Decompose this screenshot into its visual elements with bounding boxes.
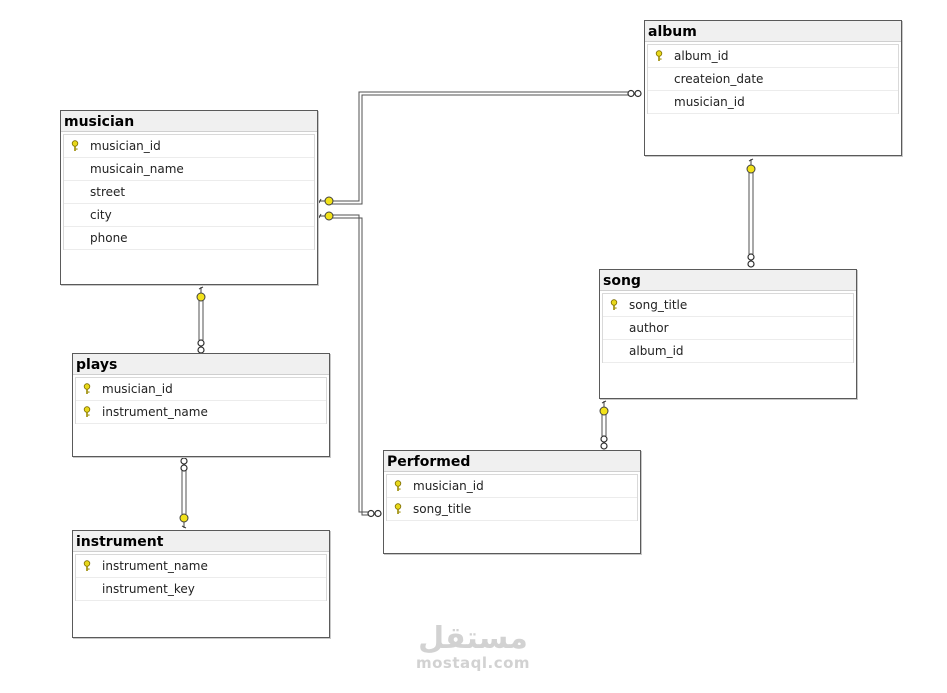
column-name: song_title	[413, 502, 472, 516]
primary-key-icon	[394, 480, 402, 491]
primary-key-icon	[655, 50, 663, 61]
column-row[interactable]: song_title	[603, 294, 853, 317]
many-end-performed	[367, 509, 382, 518]
key-end-musician-plays-icon	[196, 286, 206, 302]
rel-line-musician-performed-2	[330, 217, 368, 516]
rel-line-musician-album	[330, 91, 628, 202]
table-columns: musician_id musicain_name street city ph…	[63, 134, 315, 250]
rel-line-musician-performed	[330, 214, 368, 513]
column-row[interactable]: musician_id	[648, 91, 898, 114]
watermark-logo: مستقل mostaql.com	[414, 621, 532, 673]
primary-key-icon	[71, 140, 79, 151]
column-row[interactable]: album_id	[648, 45, 898, 68]
primary-key-icon	[83, 560, 91, 571]
table-title[interactable]: instrument	[73, 531, 329, 552]
primary-key-icon	[83, 406, 91, 417]
watermark-arabic: مستقل	[418, 621, 528, 656]
column-name: song_title	[629, 298, 688, 312]
many-end-song	[747, 253, 755, 268]
column-row[interactable]: createion_date	[648, 68, 898, 91]
column-name: musician_id	[102, 382, 173, 396]
key-end-album-song-icon	[746, 158, 756, 174]
table-columns: musician_id song_title	[386, 474, 638, 521]
column-row[interactable]: musicain_name	[64, 158, 314, 181]
column-name: city	[90, 208, 112, 222]
table-title[interactable]: song	[600, 270, 856, 291]
watermark-latin: mostaql.com	[415, 654, 531, 672]
key-end-musician-album-icon	[318, 196, 334, 206]
column-name: instrument_name	[102, 559, 208, 573]
column-row[interactable]: musician_id	[76, 378, 326, 401]
column-row[interactable]: author	[603, 317, 853, 340]
column-name: instrument_key	[102, 582, 195, 596]
table-song[interactable]: song song_title author album_id	[599, 269, 857, 399]
many-end-plays-bottom	[180, 457, 188, 472]
column-row[interactable]: instrument_name	[76, 401, 326, 424]
column-name: album_id	[674, 49, 729, 63]
column-row[interactable]: street	[64, 181, 314, 204]
column-row[interactable]: instrument_name	[76, 555, 326, 578]
column-name: musicain_name	[90, 162, 184, 176]
many-end-performed-top	[600, 435, 608, 450]
table-album[interactable]: album album_id createion_date musician_i…	[644, 20, 902, 156]
primary-key-icon	[83, 383, 91, 394]
table-columns: instrument_name instrument_key	[75, 554, 327, 601]
column-name: author	[629, 321, 669, 335]
key-end-musician-performed-icon	[318, 211, 334, 221]
many-end-plays-top	[197, 339, 205, 354]
table-title[interactable]: plays	[73, 354, 329, 375]
column-row[interactable]: musician_id	[387, 475, 637, 498]
table-musician[interactable]: musician musician_id musicain_name stree…	[60, 110, 318, 285]
table-title[interactable]: album	[645, 21, 901, 42]
column-row[interactable]: album_id	[603, 340, 853, 363]
column-row[interactable]: instrument_key	[76, 578, 326, 601]
column-name: musician_id	[674, 95, 745, 109]
table-plays[interactable]: plays musician_id instrument_name	[72, 353, 330, 457]
column-name: instrument_name	[102, 405, 208, 419]
table-title[interactable]: Performed	[384, 451, 640, 472]
column-name: musician_id	[413, 479, 484, 493]
column-name: createion_date	[674, 72, 764, 86]
column-row[interactable]: song_title	[387, 498, 637, 521]
primary-key-icon	[610, 299, 618, 310]
key-end-instrument-plays-icon	[179, 513, 189, 529]
column-row[interactable]: musician_id	[64, 135, 314, 158]
column-row[interactable]: city	[64, 204, 314, 227]
table-instrument[interactable]: instrument instrument_name instrument_ke…	[72, 530, 330, 638]
table-columns: song_title author album_id	[602, 293, 854, 363]
many-end-album	[627, 89, 642, 98]
table-columns: album_id createion_date musician_id	[647, 44, 899, 114]
table-title[interactable]: musician	[61, 111, 317, 132]
column-name: phone	[90, 231, 128, 245]
column-name: street	[90, 185, 126, 199]
column-row[interactable]: phone	[64, 227, 314, 250]
primary-key-icon	[394, 503, 402, 514]
column-name: musician_id	[90, 139, 161, 153]
table-columns: musician_id instrument_name	[75, 377, 327, 424]
column-name: album_id	[629, 344, 684, 358]
key-end-song-performed-icon	[599, 400, 609, 416]
rel-line-musician-album-2	[330, 94, 628, 205]
table-performed[interactable]: Performed musician_id song_title	[383, 450, 641, 554]
